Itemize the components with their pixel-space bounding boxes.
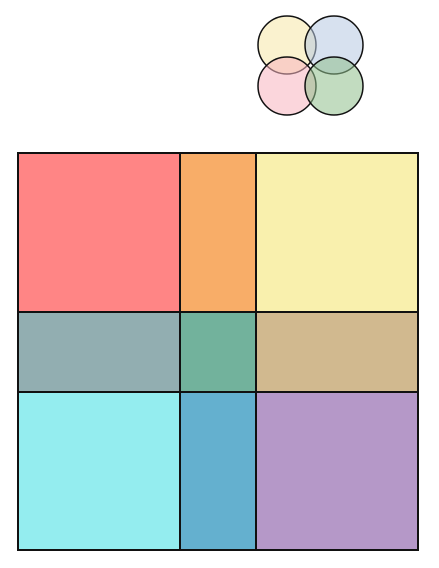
legend-circles <box>257 15 364 116</box>
grid-cell-teal <box>180 312 256 392</box>
horizontal-band-outline <box>17 311 419 393</box>
legend-circle-bottom-right <box>304 56 364 116</box>
grid-cell-yellow <box>256 153 418 312</box>
grid-cell-purple <box>256 392 418 550</box>
color-grid <box>18 153 418 550</box>
grid-cell-cyan <box>18 392 180 550</box>
band-outlines <box>17 152 419 551</box>
grid-cell-orange <box>180 153 256 312</box>
grid-cell-tan <box>256 312 418 392</box>
grid-cell-blue <box>180 392 256 550</box>
grid-cell-red <box>18 153 180 312</box>
vertical-band-outline <box>179 152 257 551</box>
grid-cell-slate <box>18 312 180 392</box>
